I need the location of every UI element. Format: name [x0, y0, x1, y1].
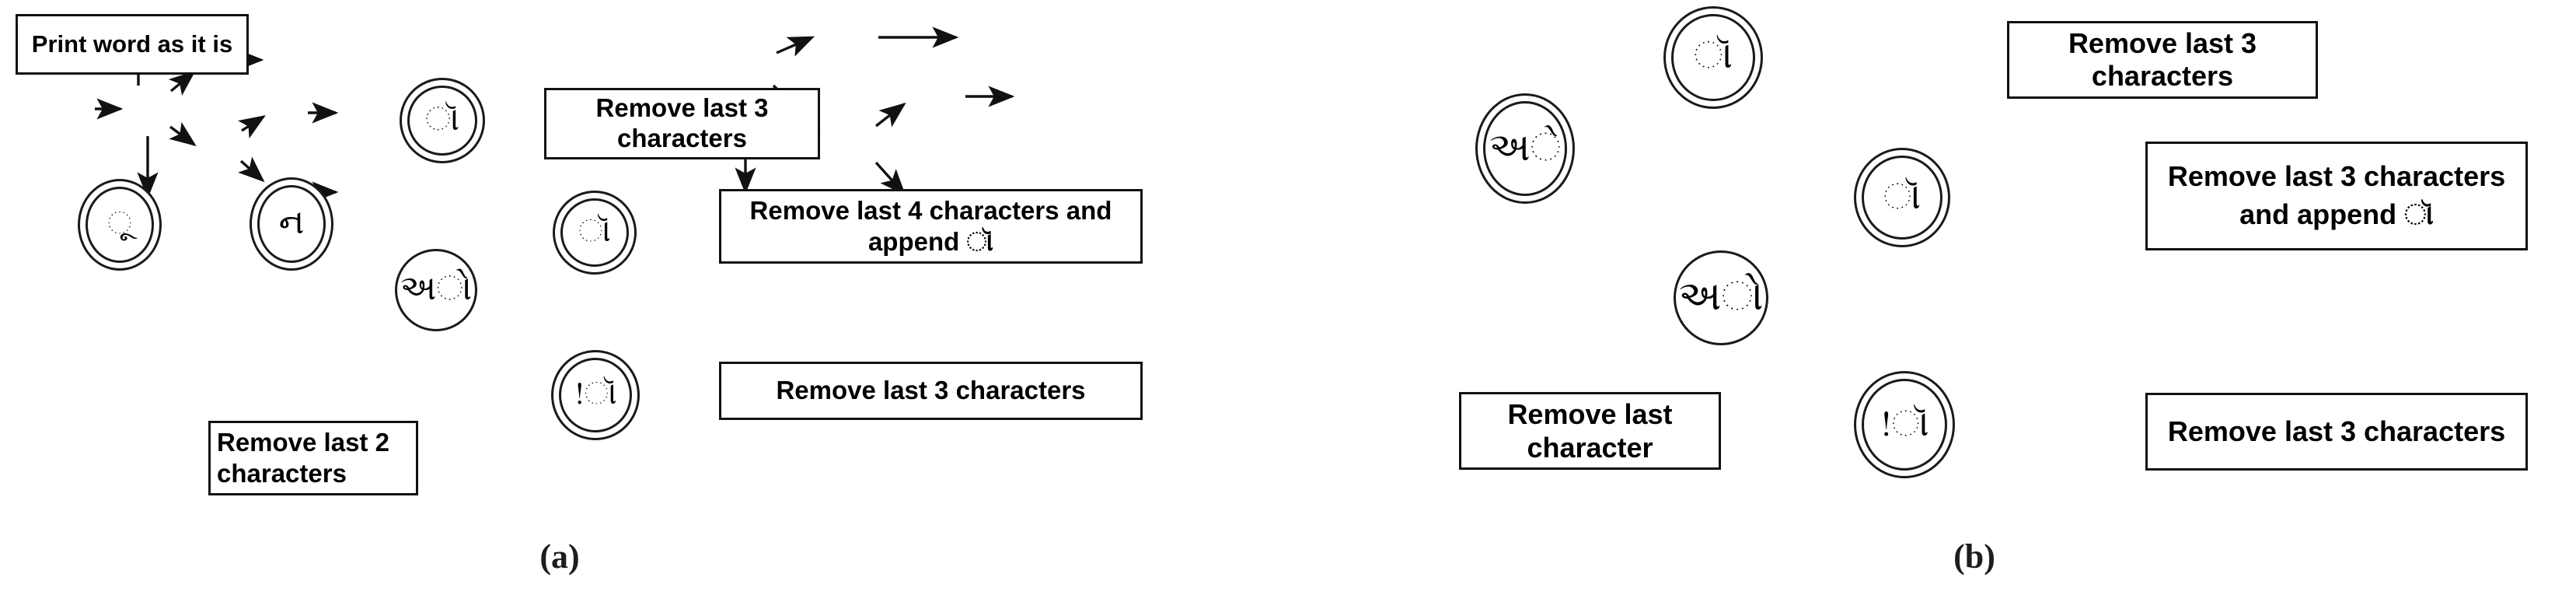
action-box-print-word: Print word as it is [16, 14, 249, 75]
state-node-a-start[interactable]: ૂ [86, 187, 154, 263]
edge-a-ao-to-o2 [237, 115, 266, 138]
action-box-a-remove3: Remove last 3 characters [544, 88, 820, 159]
state-node-a-o1-label: ૉ [424, 100, 460, 137]
panel-b-caption: (b) [1953, 537, 1995, 576]
state-node-b-ao-label: અો [1678, 274, 1764, 319]
edge-a-na-to-o1 [168, 70, 196, 96]
edge-b-ao-to-o2 [874, 102, 906, 128]
state-node-a-na-label: ન [278, 203, 305, 241]
action-box-b-remove1: Remove last character [1459, 392, 1721, 470]
action-box-b-remove3-label: Remove last 3 characters [2068, 26, 2257, 92]
state-node-a-exo-label: !ૉ [574, 376, 617, 411]
action-box-a-remove3-label: Remove last 3 characters [595, 93, 769, 152]
action-box-b-remove3-append-label: Remove last 3 characters and append ૉ [2167, 160, 2506, 230]
action-box-a-remove4-append-label: Remove last 4 characters and append ૉ [749, 196, 1112, 256]
action-box-b-remove1-label: Remove last character [1507, 397, 1673, 464]
panel-a-caption: (a) [539, 537, 580, 576]
state-node-b-exo-label: !ૉ [1880, 403, 1929, 443]
action-box-a-remove3b: Remove last 3 characters [719, 362, 1143, 420]
state-node-a-exo[interactable]: !ૉ [559, 358, 632, 432]
state-node-b-exo[interactable]: !ૉ [1862, 379, 1947, 471]
state-node-b-o2[interactable]: ૉ [1862, 156, 1942, 240]
action-box-a-remove3b-label: Remove last 3 characters [776, 376, 1086, 405]
state-node-b-o1-label: ૉ [1693, 35, 1733, 76]
action-box-a-remove2-label: Remove last 2 characters [217, 428, 389, 488]
edge-a-na-to-ao [169, 121, 197, 147]
action-box-b-remove3b-label: Remove last 3 characters [2167, 415, 2506, 448]
action-box-a-remove2: Remove last 2 characters [208, 421, 418, 495]
action-box-b-remove3-append: Remove last 3 characters and append ૉ [2145, 142, 2528, 250]
state-node-a-ao-label: અો [400, 269, 473, 307]
state-node-a-o2[interactable]: ૉ [560, 198, 629, 267]
state-node-b-o1[interactable]: ૉ [1671, 14, 1755, 101]
action-box-b-remove3b: Remove last 3 characters [2145, 393, 2528, 471]
action-box-print-word-label: Print word as it is [31, 30, 233, 58]
state-node-b-start-label: અે [1489, 125, 1562, 169]
state-node-a-o2-label: ૉ [578, 214, 611, 248]
state-node-a-ao[interactable]: અો [395, 249, 477, 331]
state-node-a-o1[interactable]: ૉ [407, 86, 477, 156]
state-node-a-na[interactable]: ન [257, 185, 326, 263]
edge-a-ao-to-exo [238, 156, 265, 183]
action-box-a-remove4-append: Remove last 4 characters and append ૉ [719, 189, 1143, 264]
state-node-a-start-label: ૂ [107, 206, 132, 240]
action-box-b-remove3: Remove last 3 characters [2007, 21, 2318, 99]
state-node-b-o2-label: ૉ [1883, 176, 1922, 216]
state-node-b-ao[interactable]: અો [1674, 250, 1768, 345]
state-node-b-start[interactable]: અે [1483, 101, 1567, 196]
edge-b-start-to-o1 [776, 36, 815, 57]
